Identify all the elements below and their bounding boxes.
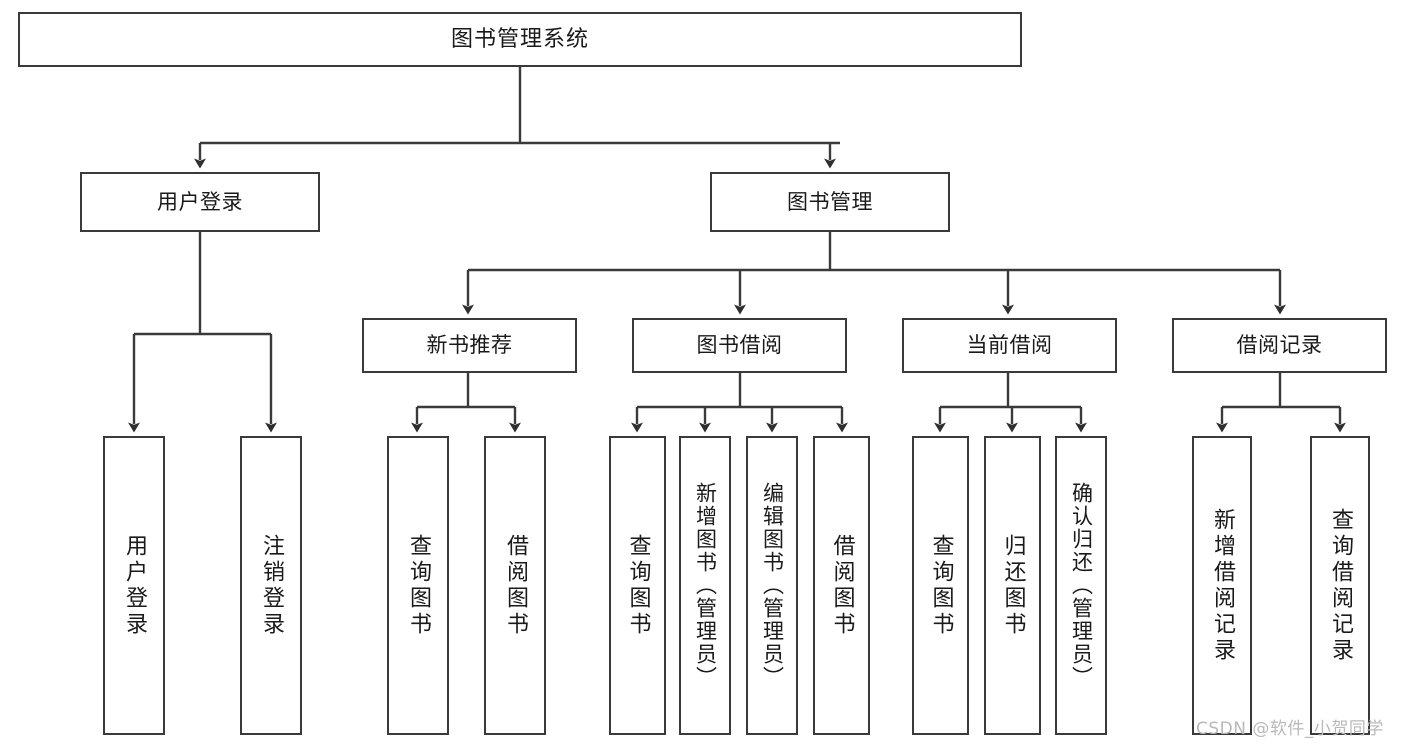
node-book-manage[interactable]: 图书管理 bbox=[710, 172, 950, 232]
csdn-watermark: CSDN @软件_小贺同学 bbox=[1196, 719, 1384, 739]
leaf-cur-return-book-label: 归还图书 bbox=[1000, 533, 1026, 638]
leaf-cur-query-book[interactable]: 查询图书 bbox=[912, 436, 969, 735]
node-new-book-rec-label: 新书推荐 bbox=[426, 333, 513, 358]
leaf-rec-query-book-label: 查询图书 bbox=[406, 533, 431, 638]
leaf-user-login[interactable]: 用户登录 bbox=[103, 436, 165, 735]
node-current-borrow-label: 当前借阅 bbox=[966, 333, 1053, 358]
node-new-book-rec[interactable]: 新书推荐 bbox=[362, 318, 577, 373]
node-current-borrow[interactable]: 当前借阅 bbox=[902, 318, 1117, 373]
leaf-cur-confirm-return-label: 确认归还（管理员） bbox=[1069, 482, 1094, 689]
leaf-rec-add-record[interactable]: 新增借阅记录 bbox=[1192, 436, 1252, 735]
node-borrow-record[interactable]: 借阅记录 bbox=[1172, 318, 1387, 373]
node-user-login[interactable]: 用户登录 bbox=[80, 172, 320, 232]
node-book-borrow-label: 图书借阅 bbox=[696, 333, 783, 358]
leaf-brw-add-book-label: 新增图书（管理员） bbox=[693, 482, 718, 689]
leaf-logout[interactable]: 注销登录 bbox=[240, 436, 302, 735]
leaf-brw-borrow-book[interactable]: 借阅图书 bbox=[813, 436, 870, 735]
leaf-cur-return-book[interactable]: 归还图书 bbox=[984, 436, 1041, 735]
leaf-rec-query-book[interactable]: 查询图书 bbox=[387, 436, 449, 735]
leaf-brw-edit-book[interactable]: 编辑图书（管理员） bbox=[746, 436, 798, 735]
leaf-rec-add-record-label: 新增借阅记录 bbox=[1210, 507, 1235, 664]
leaf-cur-query-book-label: 查询图书 bbox=[928, 533, 954, 638]
leaf-cur-confirm-return[interactable]: 确认归还（管理员） bbox=[1055, 436, 1107, 735]
node-book-manage-label: 图书管理 bbox=[787, 189, 873, 214]
leaf-logout-label: 注销登录 bbox=[259, 533, 284, 638]
node-book-borrow[interactable]: 图书借阅 bbox=[632, 318, 847, 373]
leaf-rec-query-record-label: 查询借阅记录 bbox=[1328, 507, 1353, 664]
node-root[interactable]: 图书管理系统 bbox=[18, 12, 1022, 67]
leaf-brw-query-book[interactable]: 查询图书 bbox=[609, 436, 666, 735]
node-borrow-record-label: 借阅记录 bbox=[1236, 333, 1323, 358]
leaf-rec-borrow-book-label: 借阅图书 bbox=[503, 533, 528, 638]
node-user-login-label: 用户登录 bbox=[157, 189, 243, 214]
leaf-brw-add-book[interactable]: 新增图书（管理员） bbox=[679, 436, 731, 735]
leaf-rec-borrow-book[interactable]: 借阅图书 bbox=[484, 436, 546, 735]
leaf-brw-edit-book-label: 编辑图书（管理员） bbox=[760, 482, 785, 689]
leaf-brw-query-book-label: 查询图书 bbox=[625, 533, 651, 638]
node-root-label: 图书管理系统 bbox=[450, 26, 589, 52]
leaf-rec-query-record[interactable]: 查询借阅记录 bbox=[1310, 436, 1370, 735]
leaf-brw-borrow-book-label: 借阅图书 bbox=[829, 533, 855, 638]
leaf-user-login-label: 用户登录 bbox=[122, 533, 147, 638]
